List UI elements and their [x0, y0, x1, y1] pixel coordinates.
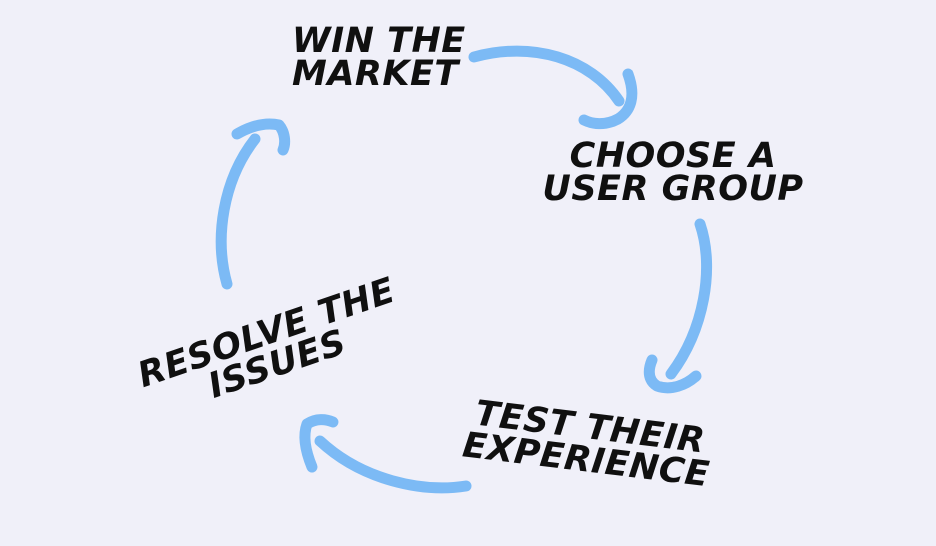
arrow-head-icon — [299, 414, 339, 473]
arrow-shaft — [215, 133, 261, 290]
step-choose-a-user-group: CHOOSE A USER GROUP — [542, 136, 804, 209]
arrow-head-icon — [231, 118, 291, 156]
step-label-line: CHOOSE A — [569, 136, 777, 176]
arrow-shaft — [314, 435, 472, 494]
step-label-line: WIN THE — [292, 21, 466, 61]
arrow-win-to-choose — [468, 45, 638, 130]
arrow-choose-to-test — [643, 218, 713, 394]
step-win-the-market: WIN THE MARKET — [292, 21, 466, 94]
arrow-test-to-resolve — [299, 414, 472, 494]
arrow-resolve-to-win — [215, 118, 291, 290]
arrow-shaft — [665, 218, 713, 380]
arrow-head-icon — [578, 68, 638, 130]
step-label-line: MARKET — [292, 53, 459, 94]
arrow-head-icon — [643, 354, 702, 394]
step-label-line: USER GROUP — [542, 168, 804, 209]
arrow-shaft — [468, 45, 625, 107]
